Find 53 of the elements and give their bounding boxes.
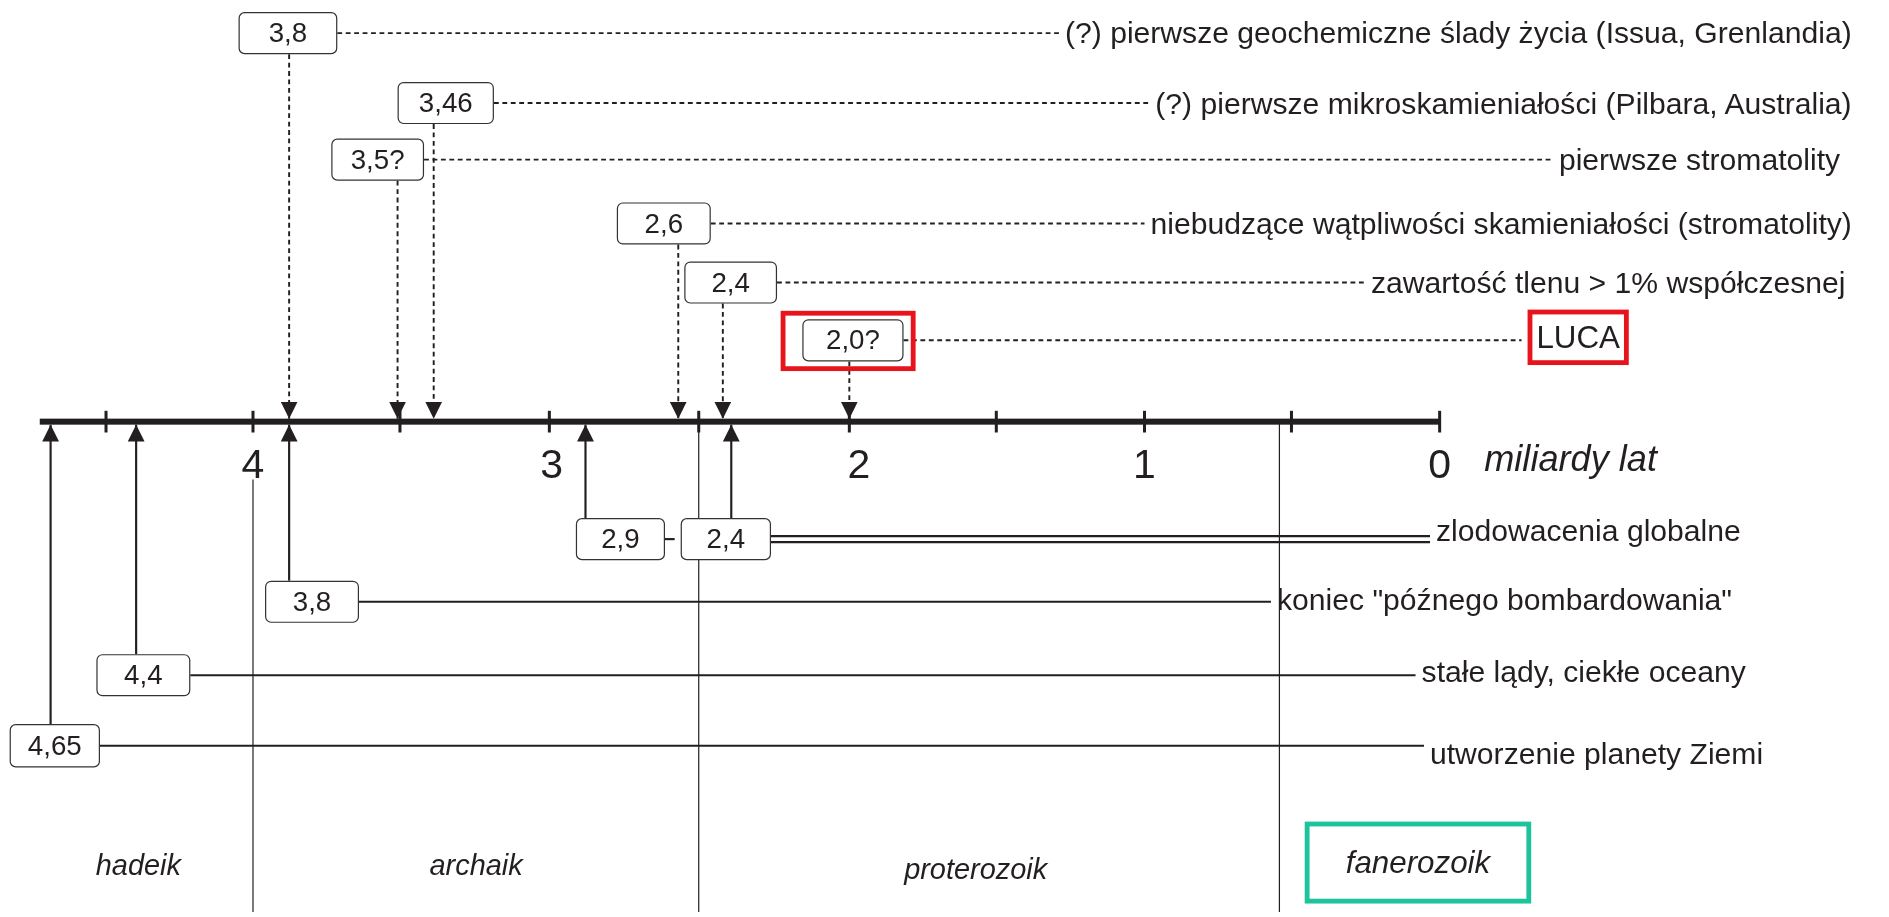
time-axis xyxy=(39,418,1441,425)
age-box: 2,9 xyxy=(575,518,665,561)
event-label: (?) pierwsze geochemiczne ślady życia (Issua, Grenlandia) xyxy=(1064,14,1852,51)
event-label: stałe lądy, ciekłe oceany xyxy=(1421,652,1746,690)
leader-line xyxy=(190,674,1416,677)
arrow xyxy=(840,360,858,420)
era-label: proterozoik xyxy=(904,852,1048,887)
highlight-frame xyxy=(780,310,916,372)
era-label: archaik xyxy=(429,848,523,882)
tick-label: 4 xyxy=(241,440,265,487)
age-box: 4,65 xyxy=(9,724,100,768)
leader-line xyxy=(100,744,1424,747)
event-label: niebudzące wątpliwości skamieniałości (stromatolity) xyxy=(1150,204,1852,241)
arrow xyxy=(722,424,740,519)
leader-line xyxy=(336,32,1060,35)
arrow xyxy=(42,424,60,725)
era-label: hadeik xyxy=(95,848,181,882)
age-box: 2,0? xyxy=(802,319,904,362)
leader-line xyxy=(709,222,1146,225)
age-box: 4,4 xyxy=(96,654,191,697)
event-label: (?) pierwsze mikroskamieniałości (Pilbara, Australia) xyxy=(1155,85,1852,122)
arrow xyxy=(577,424,594,519)
age-box: 3,5? xyxy=(331,138,425,181)
tick-label: 3 xyxy=(540,440,564,487)
leader-line xyxy=(769,535,1432,544)
arrow xyxy=(714,302,732,420)
age-box: 2,4 xyxy=(684,261,778,304)
arrow xyxy=(389,179,406,420)
tick-label: 0 xyxy=(1428,440,1451,487)
age-box: 3,8 xyxy=(238,12,338,55)
age-box: 2,4 xyxy=(680,518,771,561)
event-label: koniec "późnego bombardowania" xyxy=(1277,580,1733,617)
tick-label: 2 xyxy=(847,440,871,487)
leader-line xyxy=(776,281,1366,284)
leader-line xyxy=(902,339,1523,342)
age-box: 3,46 xyxy=(397,81,494,125)
arrow xyxy=(127,424,145,655)
leader-line xyxy=(492,102,1151,104)
highlighted-label: fanerozoik xyxy=(1304,821,1532,904)
event-label: zlodowacenia globalne xyxy=(1436,512,1741,549)
arrow xyxy=(280,424,298,581)
age-box: 3,8 xyxy=(265,580,359,623)
arrow xyxy=(669,243,687,420)
arrow xyxy=(280,53,298,420)
age-box: 2,6 xyxy=(616,202,711,245)
arrow xyxy=(425,123,443,420)
event-label: utworzenie planety Ziemi xyxy=(1430,734,1764,771)
leader-line xyxy=(359,600,1271,603)
event-label: pierwsze stromatolity xyxy=(1558,140,1841,178)
event-label: zawartość tlenu > 1% współczesnej xyxy=(1370,263,1846,300)
tick-label: 1 xyxy=(1133,440,1156,487)
axis-title: miliardy lat xyxy=(1484,438,1657,480)
highlighted-label: LUCA xyxy=(1527,309,1629,366)
